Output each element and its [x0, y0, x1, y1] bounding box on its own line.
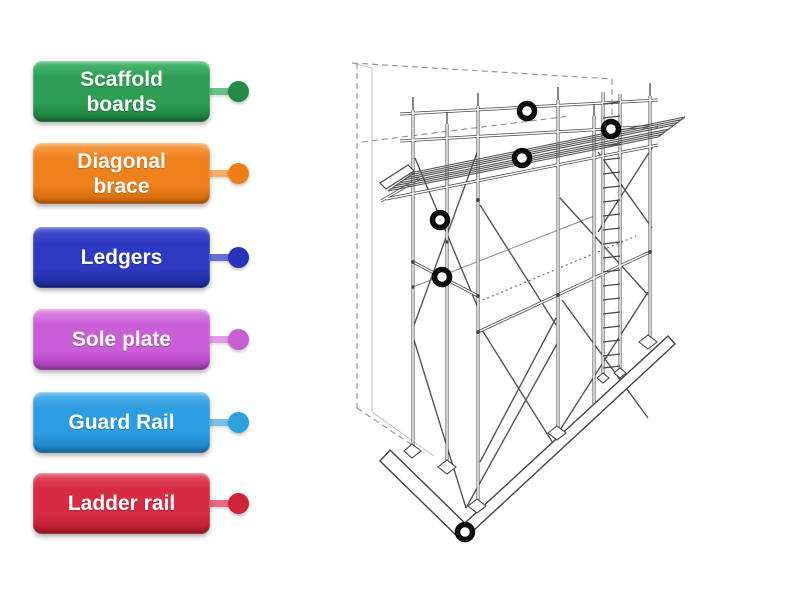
label-sole-plate[interactable]: Sole plate [33, 309, 255, 370]
label-button[interactable]: Scaffold boards [33, 61, 210, 122]
base-plates [403, 334, 658, 514]
label-ladder-rail[interactable]: Ladder rail [33, 473, 255, 534]
diagonal-braces [412, 147, 653, 509]
wall-outline [351, 62, 613, 457]
label-guard-rail[interactable]: Guard Rail [33, 392, 255, 453]
drop-zone-marker[interactable] [454, 521, 476, 543]
connector-stem [205, 500, 241, 507]
drop-zone-marker[interactable] [429, 209, 451, 231]
label-diagonal-brace[interactable]: Diagonal brace [33, 143, 255, 204]
label-text: Ladder rail [67, 492, 176, 515]
connector-dot[interactable] [228, 493, 249, 514]
label-text: Sole plate [71, 328, 172, 351]
label-ledgers[interactable]: Ledgers [33, 227, 255, 288]
drop-zone-marker[interactable] [516, 100, 538, 122]
label-text: Diagonal brace [77, 149, 166, 198]
label-text: Guard Rail [68, 411, 175, 434]
connector-dot[interactable] [228, 412, 249, 433]
drop-zone-marker[interactable] [600, 118, 622, 140]
connector-dot[interactable] [228, 247, 249, 268]
connector-stem [205, 336, 241, 343]
connector-dot[interactable] [228, 163, 249, 184]
couplers [411, 198, 652, 334]
drop-zone-marker[interactable] [431, 266, 453, 288]
label-button[interactable]: Diagonal brace [33, 143, 210, 204]
connector-stem [205, 170, 241, 177]
drop-markers [429, 100, 622, 543]
label-text: Scaffold boards [80, 67, 163, 116]
label-scaffold-boards[interactable]: Scaffold boards [33, 61, 255, 122]
label-button[interactable]: Guard Rail [33, 392, 210, 453]
label-button[interactable]: Ledgers [33, 227, 210, 288]
drop-zone-marker[interactable] [511, 147, 533, 169]
post-spigots [412, 83, 651, 124]
connector-stem [205, 419, 241, 426]
connector-stem [205, 88, 241, 95]
connector-dot[interactable] [228, 81, 249, 102]
labels-panel: Scaffold boards Diagonal brace Ledgers S… [0, 0, 270, 600]
label-text: Ledgers [80, 246, 163, 269]
connector-stem [205, 254, 241, 261]
platform-boards [379, 116, 686, 192]
label-button[interactable]: Ladder rail [33, 473, 210, 534]
connector-dot[interactable] [228, 329, 249, 350]
sole-plates [379, 334, 676, 543]
label-button[interactable]: Sole plate [33, 309, 210, 370]
